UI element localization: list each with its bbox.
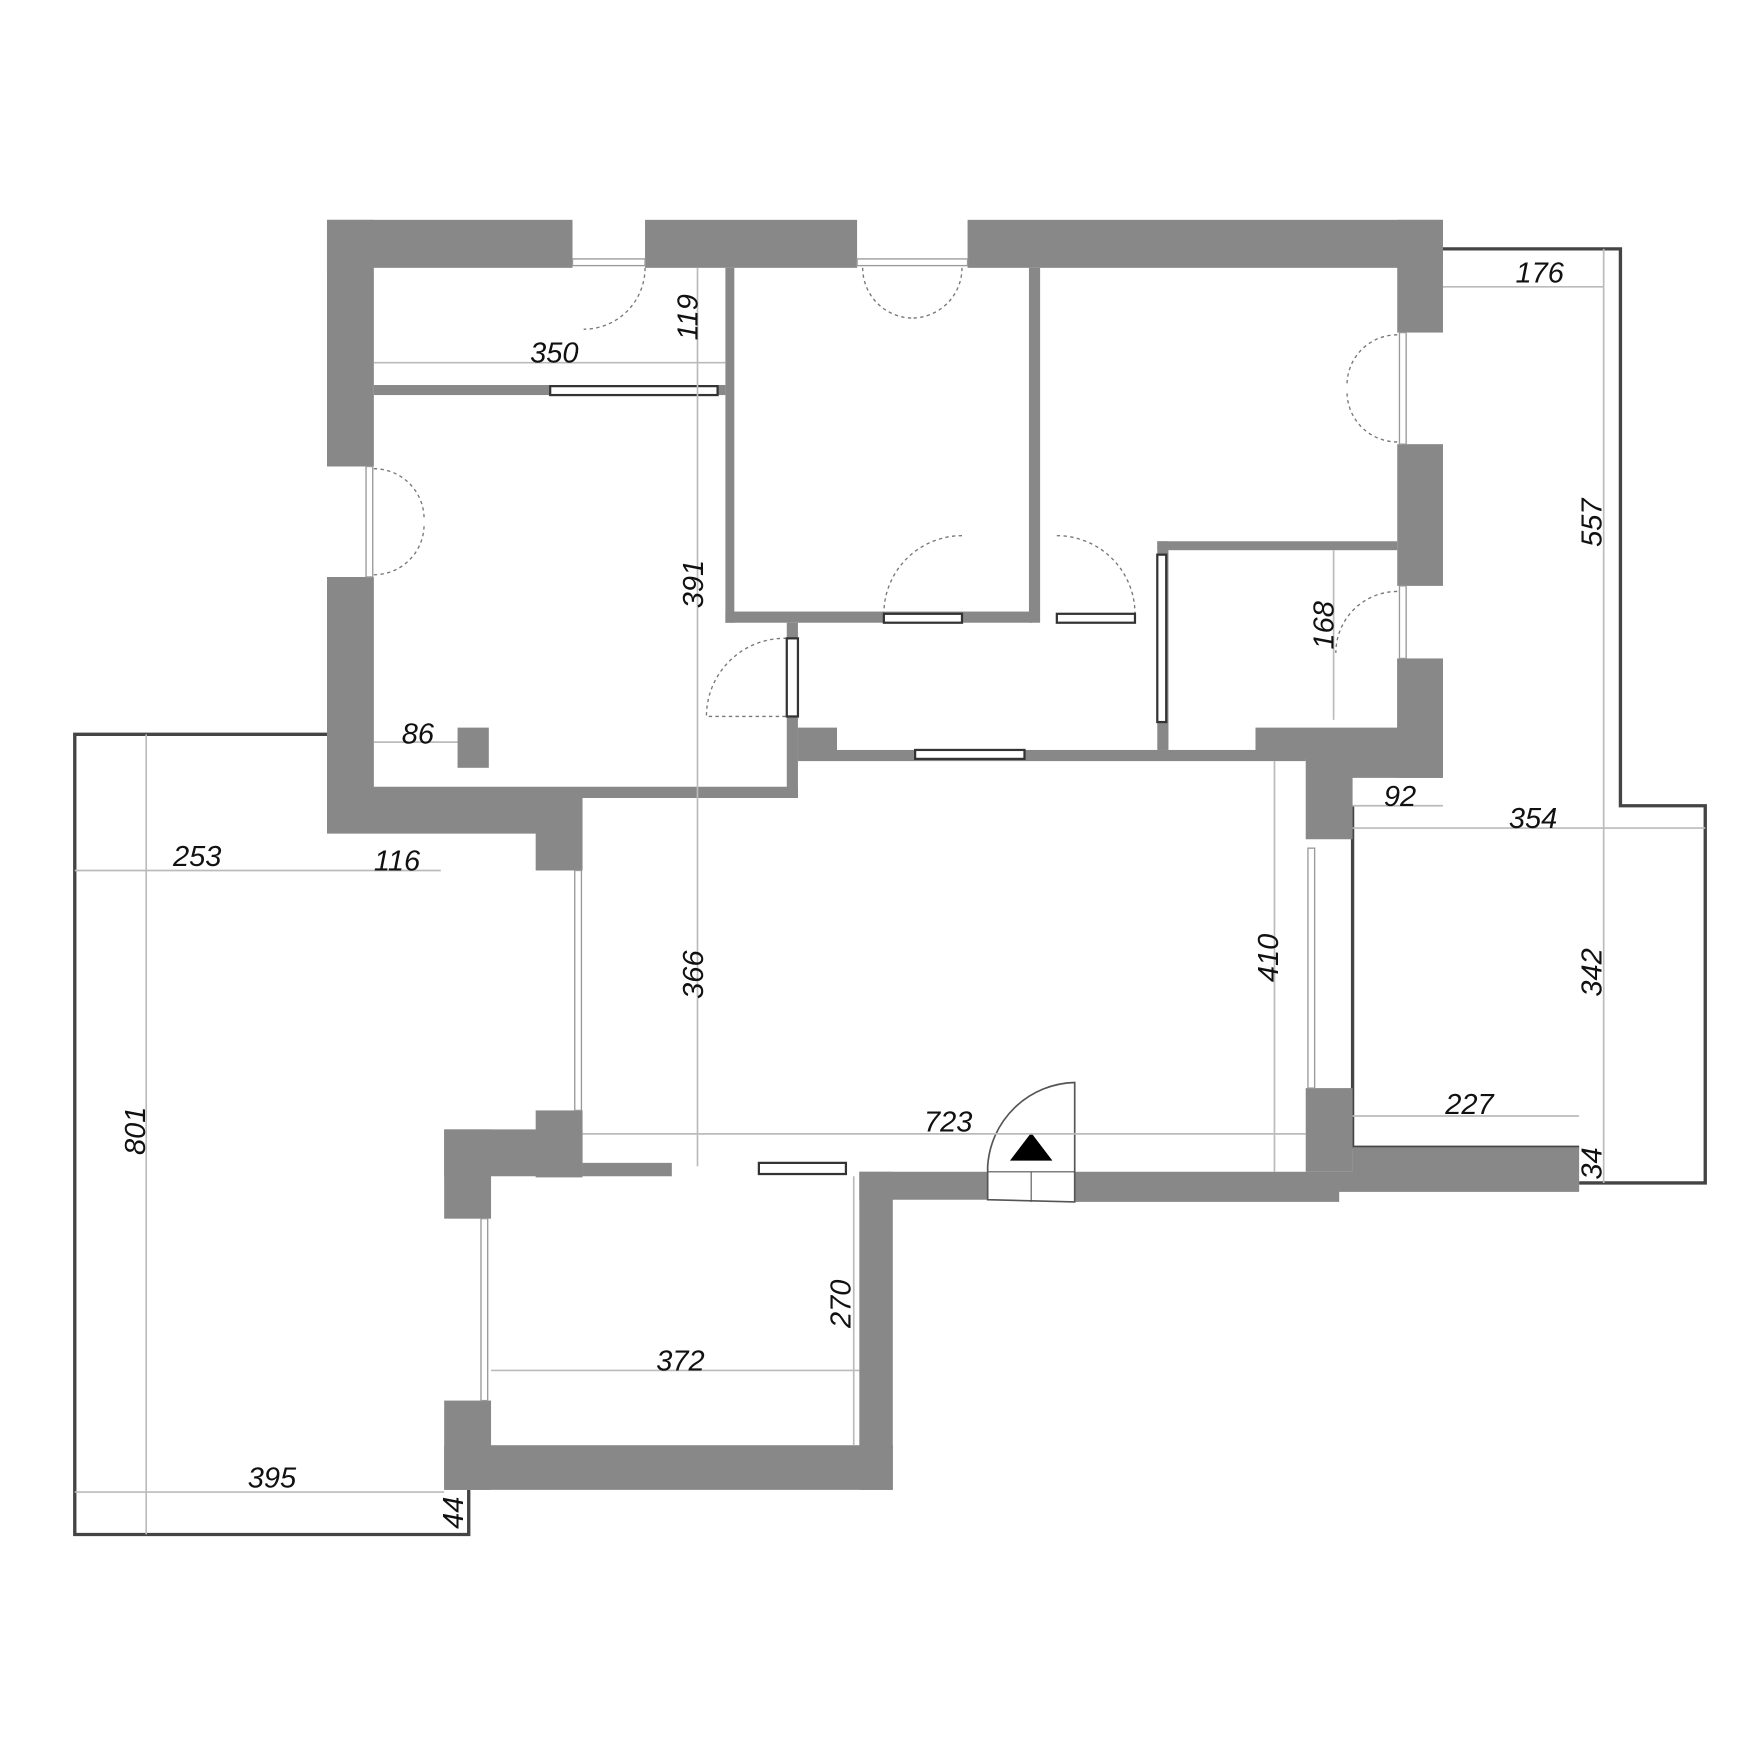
dim-label: 119 <box>672 294 704 340</box>
balcony-left-outline <box>73 732 471 1537</box>
dim-label: 723 <box>924 1107 972 1139</box>
dim-label: 410 <box>1253 934 1285 982</box>
dim-label: 34 <box>1576 1147 1608 1179</box>
balcony-right-outline <box>1442 247 1707 1185</box>
dim-label: 44 <box>438 1497 470 1529</box>
dimension-lines <box>74 248 1706 1535</box>
dim-label: 557 <box>1576 497 1608 547</box>
dim-label: 86 <box>402 718 435 750</box>
dim-label: 372 <box>656 1345 704 1377</box>
dim-label: 342 <box>1576 948 1608 996</box>
dim-label: 350 <box>530 338 578 370</box>
walls <box>326 219 1580 1490</box>
windows <box>365 258 1407 1402</box>
dim-label: 391 <box>678 560 710 608</box>
dim-label: 270 <box>825 1280 857 1329</box>
doors <box>373 267 1398 1176</box>
dim-label: 168 <box>1309 601 1341 649</box>
entrance-door[interactable] <box>986 1081 1076 1203</box>
dim-label: 366 <box>678 950 710 999</box>
dimension-labels: 176 119 350 557 391 168 86 92 354 253 11… <box>120 257 1608 1529</box>
entrance-triangle-icon <box>1009 1132 1053 1161</box>
dim-label: 801 <box>120 1107 152 1155</box>
dim-label: 354 <box>1509 803 1557 835</box>
dim-label: 92 <box>1384 781 1416 813</box>
dim-label: 176 <box>1516 257 1565 289</box>
dim-label: 227 <box>1444 1089 1495 1121</box>
dim-label: 253 <box>172 841 221 873</box>
dim-label: 116 <box>374 845 421 877</box>
dim-label: 395 <box>248 1463 297 1495</box>
